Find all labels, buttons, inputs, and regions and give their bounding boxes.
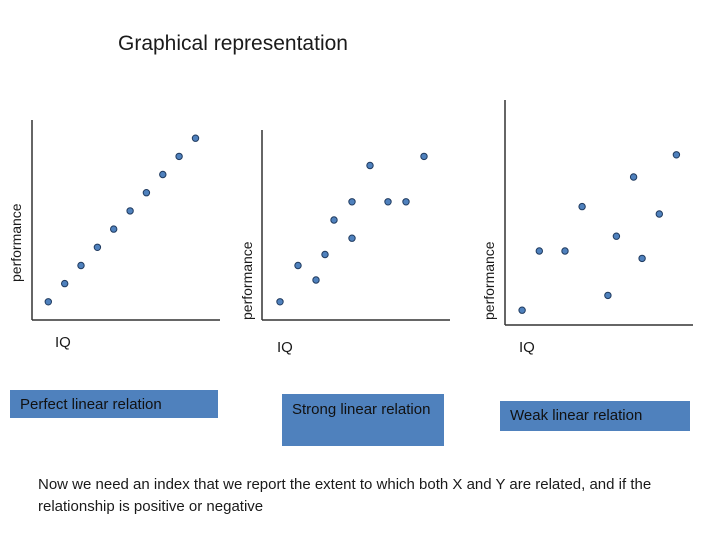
data-point [126,207,134,215]
data-point [420,152,428,161]
data-point [110,225,118,233]
data-point [561,247,569,255]
data-point [159,170,167,179]
data-point [366,161,374,170]
data-point [604,291,612,300]
data-point [578,202,586,211]
scatter-plot-weak [504,100,693,326]
data-point [93,243,102,252]
data-point [294,261,302,270]
data-point [44,298,52,306]
data-point [655,210,663,218]
data-point [276,298,284,306]
x-axis-label-weak: IQ [519,339,535,356]
caption-strong: Strong linear relation [282,394,444,446]
scatter-plot-perfect [31,120,220,321]
data-point [142,189,151,197]
data-point [348,234,356,242]
data-point [629,173,638,181]
data-point [402,198,410,206]
data-point [612,232,621,240]
data-point [518,306,526,314]
caption-perfect: Perfect linear relation [10,390,218,418]
y-axis-label-weak: performance [481,241,497,320]
data-point [312,276,320,284]
y-axis-label-perfect: performance [8,203,24,282]
data-point [175,152,183,161]
data-point [60,279,69,288]
data-point [384,198,392,206]
data-point [535,247,543,255]
data-point [638,254,646,263]
footer-text: Now we need an index that we report the … [38,476,652,515]
data-point [321,250,329,259]
scatter-plot-strong [261,130,450,321]
x-axis-label-perfect: IQ [55,334,71,351]
caption-weak: Weak linear relation [500,401,690,431]
page-title: Graphical representation [118,32,348,55]
data-point [191,134,200,142]
data-point [330,216,338,224]
data-point [672,151,681,159]
x-axis-label-strong: IQ [277,339,293,356]
data-point [77,261,85,270]
data-point [348,198,356,206]
y-axis-label-strong: performance [239,241,255,320]
